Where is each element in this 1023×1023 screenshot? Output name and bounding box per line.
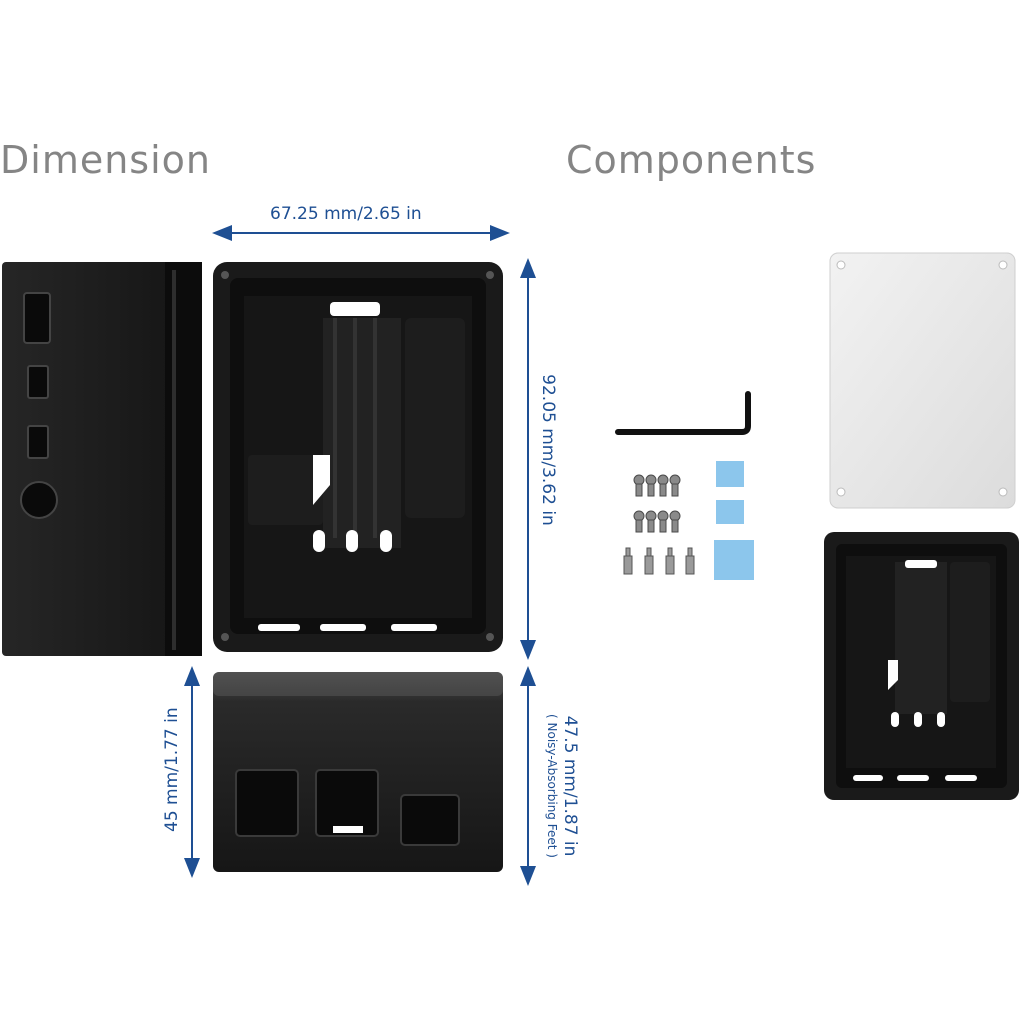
case-front-view bbox=[213, 672, 503, 872]
feet-note-label: ( Noisy-Absorbing Feet ) bbox=[545, 714, 559, 858]
components-heading: Components bbox=[566, 138, 817, 182]
port-cutout bbox=[27, 365, 49, 399]
standoffs-icon bbox=[623, 547, 695, 575]
screws-icon bbox=[633, 474, 681, 533]
case-side-view bbox=[2, 262, 202, 656]
audio-port-cutout bbox=[20, 481, 58, 519]
thermal-pads-icon bbox=[714, 461, 754, 580]
port-cutout bbox=[27, 425, 49, 459]
case-base-icon bbox=[824, 532, 1019, 800]
case-top-view bbox=[213, 262, 503, 652]
height-dimension-label: 45 mm/1.77 in bbox=[162, 707, 182, 832]
width-dimension-label: 67.25 mm/2.65 in bbox=[270, 204, 422, 224]
lid-icon bbox=[829, 252, 1016, 509]
dimension-arrows bbox=[184, 225, 536, 886]
height-with-feet-label-group: 47.5 mm/1.87 in ( Noisy-Absorbing Feet ) bbox=[543, 686, 580, 886]
hex-key-icon bbox=[615, 391, 751, 435]
length-dimension-label: 92.05 mm/3.62 in bbox=[538, 374, 558, 526]
dimension-heading: Dimension bbox=[0, 138, 211, 182]
port-cutout bbox=[23, 292, 51, 344]
height-with-feet-label: 47.5 mm/1.87 in bbox=[560, 715, 580, 857]
